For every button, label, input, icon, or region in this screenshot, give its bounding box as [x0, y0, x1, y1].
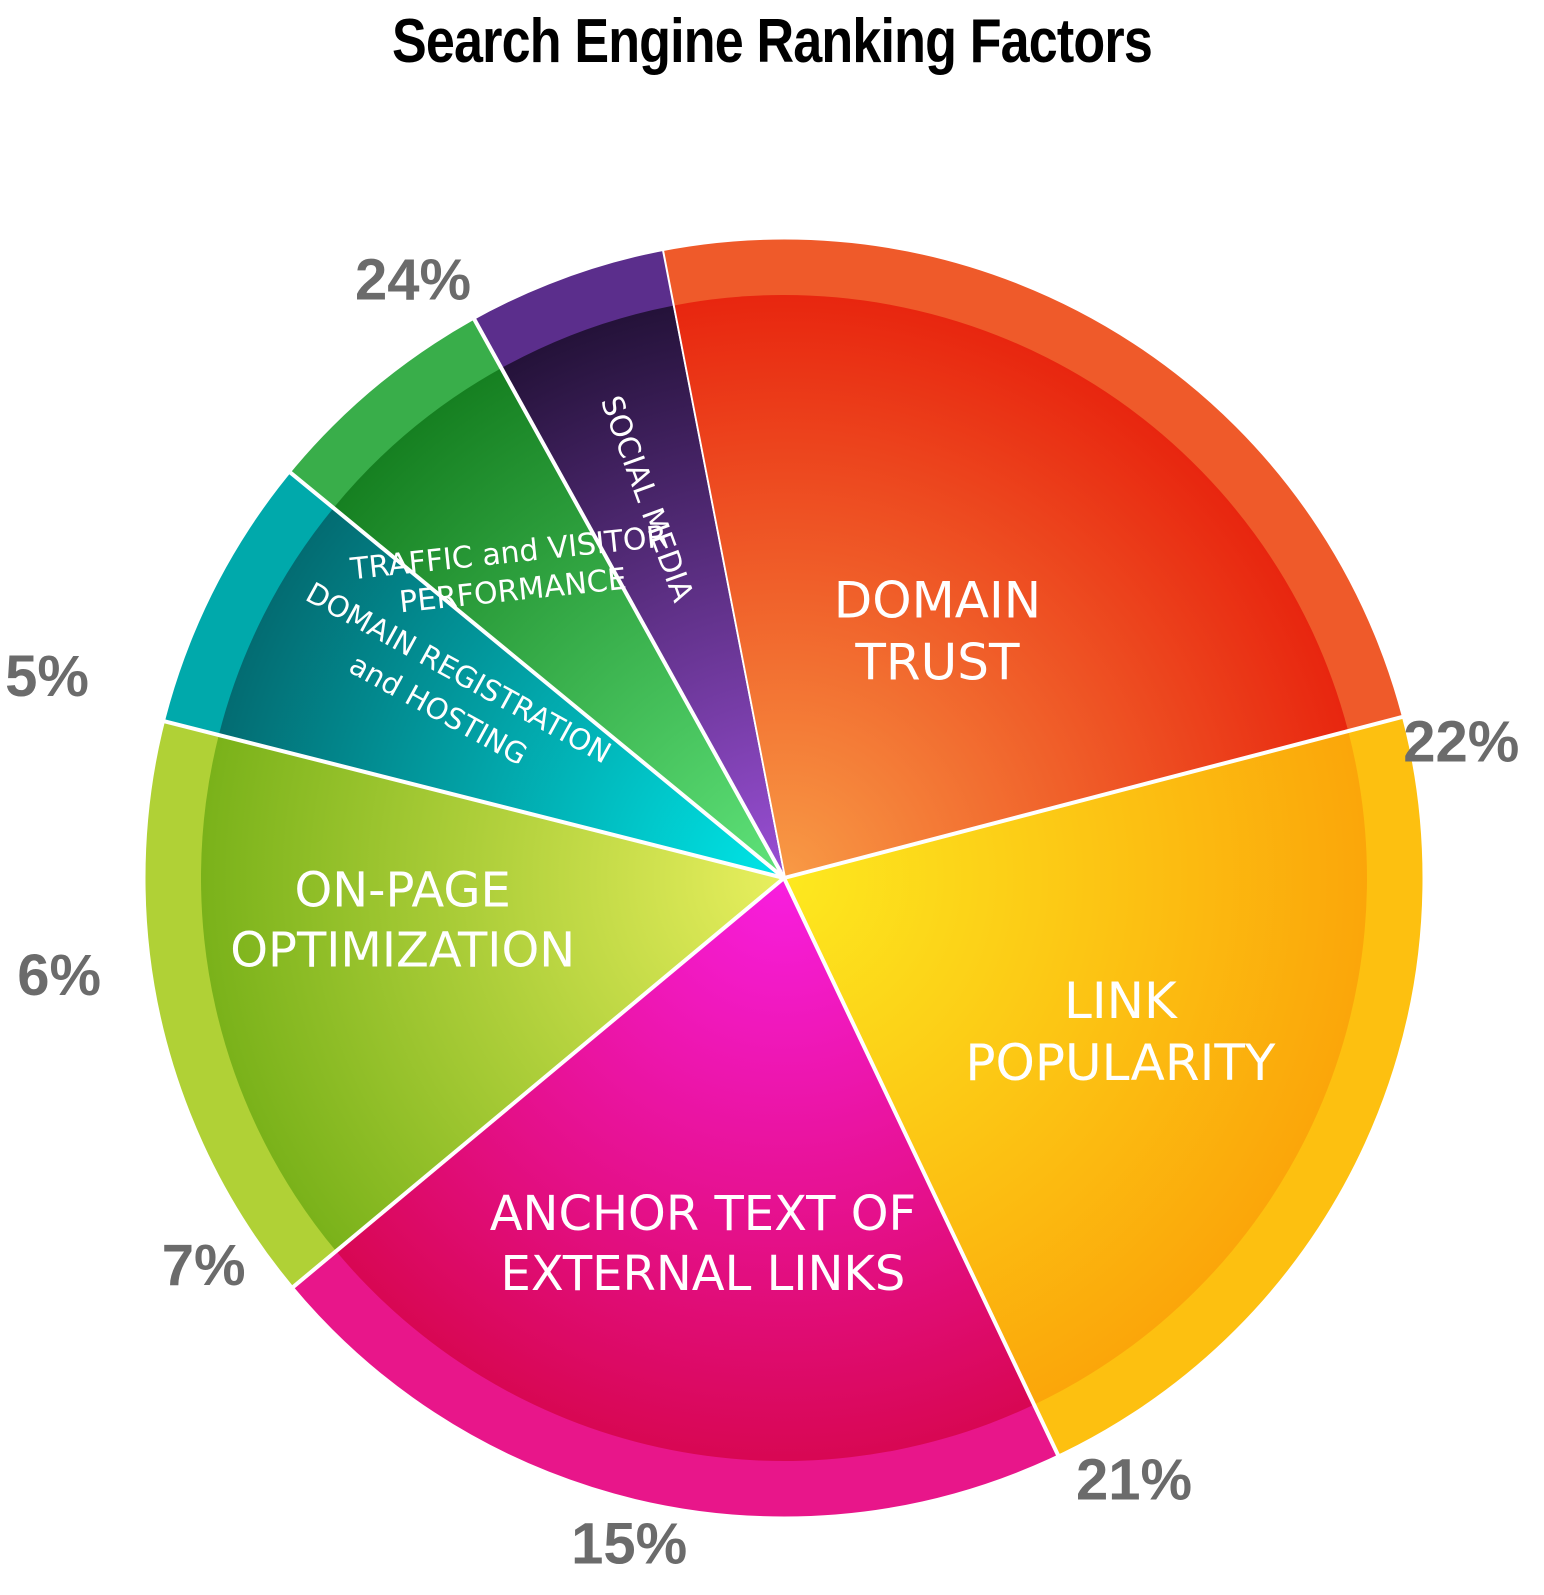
percent-label-social-media: 5% [5, 644, 89, 709]
slice-label-line: EXTERNAL LINKS [500, 1246, 905, 1302]
slice-label-line: TRUST [854, 633, 1020, 691]
percent-label-traffic-and-visitor-performance: 6% [17, 943, 101, 1008]
pie-slice-domain-registration-and-hosting [163, 471, 785, 878]
slices-layer [142, 236, 1426, 1520]
percent-label-on-page-optimization: 15% [571, 1512, 687, 1577]
percent-label-anchor-text-of-external-links: 21% [1076, 1448, 1192, 1513]
pie-slice-face-social-media [501, 305, 784, 879]
slice-separator [288, 470, 786, 880]
pie-slice-face-on-page-optimization [200, 734, 784, 1252]
percent-label-domain-trust: 24% [355, 248, 471, 313]
chart-title: Search Engine Ranking Factors [392, 7, 1153, 76]
pie-slice-face-link-popularity [784, 731, 1367, 1405]
slice-separator [783, 714, 1404, 880]
slice-label-line: ON-PAGE [294, 862, 510, 918]
slice-separator [163, 719, 785, 880]
pie-slice-traffic-and-visitor-performance [289, 318, 784, 878]
percent-label-link-popularity: 22% [1403, 710, 1519, 775]
pie-slice-face-domain-trust [672, 294, 1349, 879]
pie-slice-face-traffic-and-visitor-performance [333, 368, 784, 878]
slice-label-line: DOMAIN [834, 571, 1041, 629]
pie-slice-social-media [473, 249, 784, 879]
slice-label-line: POPULARITY [965, 1033, 1275, 1091]
percent-label-domain-registration-and-hosting: 7% [162, 1233, 246, 1298]
pie-slice-face-anchor-text-of-external-links [336, 878, 1035, 1461]
pie-slice-domain-trust [661, 238, 1404, 879]
slice-separator [782, 877, 1061, 1457]
pie-slice-on-page-optimization [143, 721, 784, 1288]
pie-outline [142, 236, 1426, 1520]
percent-labels-layer: 24% 22% 21% 15% 7% 6% 5% [5, 248, 1519, 1577]
slice-separator [291, 876, 786, 1290]
pie-slice-link-popularity [784, 716, 1424, 1457]
slice-label-line: LINK [1064, 971, 1178, 1029]
slice-label-line: OPTIMIZATION [230, 922, 575, 978]
slice-separator [471, 317, 786, 879]
slice-label-line: ANCHOR TEXT OF [490, 1186, 916, 1242]
pie-slice-face-domain-registration-and-hosting [218, 507, 784, 878]
pie-slice-anchor-text-of-external-links [292, 878, 1059, 1518]
